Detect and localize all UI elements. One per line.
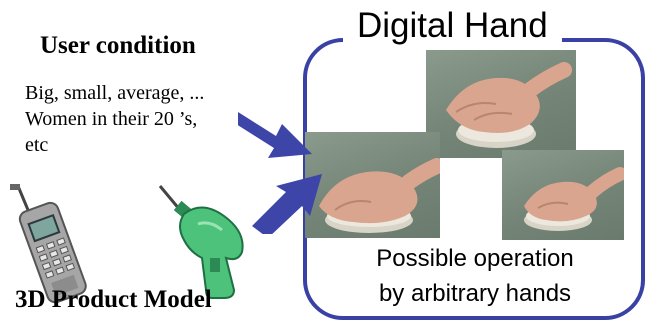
condition-line: etc xyxy=(25,134,49,156)
digital-hand-title: Digital Hand xyxy=(343,6,562,46)
hand-mouse-photo xyxy=(305,132,440,238)
condition-line: Big, small, average, ... xyxy=(25,82,205,104)
arrow-icon xyxy=(252,174,322,234)
mobile-phone-icon xyxy=(10,184,87,304)
user-condition-heading: User condition xyxy=(40,32,196,59)
arrows-group xyxy=(238,112,322,234)
caption-line: Possible operation xyxy=(376,245,574,272)
user-condition-list: Big, small, average, ... Women in their … xyxy=(25,80,204,158)
hand-mouse-photo xyxy=(426,50,576,158)
caption-line: by arbitrary hands xyxy=(378,280,572,307)
product-model-label: 3D Product Model xyxy=(15,286,212,313)
arrow-icon xyxy=(238,112,312,158)
condition-line: Women in their 20 ’s, xyxy=(25,108,198,130)
power-drill-icon xyxy=(158,185,244,299)
possible-operation-caption: Possible operation by arbitrary hands xyxy=(330,241,620,311)
hand-mouse-photo xyxy=(502,150,624,240)
